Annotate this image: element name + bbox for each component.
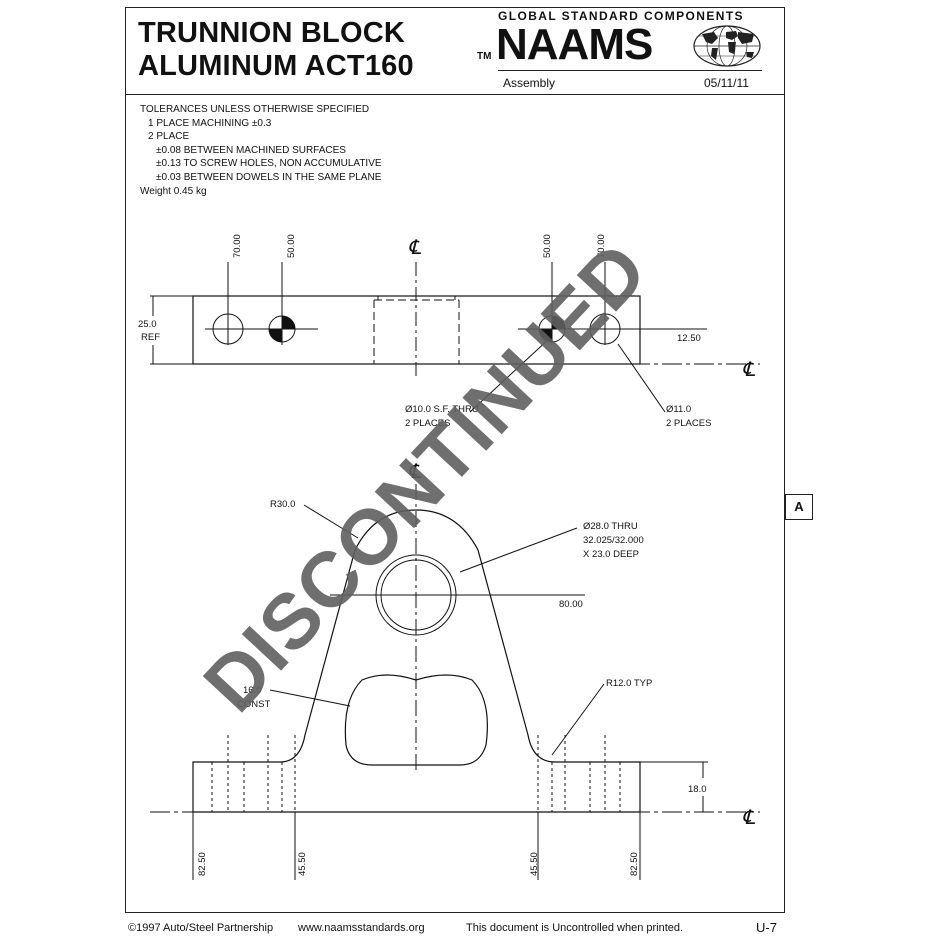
dim-70-right: 70.00: [596, 234, 607, 258]
document-date: 05/11/11: [704, 76, 749, 90]
notes-line: TOLERANCES UNLESS OTHERWISE SPECIFIED: [140, 104, 370, 115]
drawing-sheet-border: [125, 7, 785, 913]
dim-16: 16.0: [243, 685, 262, 696]
footer-copyright: ©1997 Auto/Steel Partnership: [128, 922, 274, 934]
callout-bore-depth: X 23.0 DEEP: [583, 549, 639, 560]
callout-hole-qty: 2 PLACES: [666, 418, 711, 429]
brand-underline: [498, 70, 762, 71]
dim-82-5-left: 82.50: [197, 852, 208, 876]
dim-82-5-right: 82.50: [629, 852, 640, 876]
notes-line: ±0.03 BETWEEN DOWELS IN THE SAME PLANE: [156, 171, 382, 183]
trademark-mark: TM: [477, 51, 492, 62]
callout-radius: R30.0: [270, 499, 295, 510]
part-title: TRUNNION BLOCK ALUMINUM ACT160: [138, 17, 414, 83]
lightening-cutout: [344, 674, 488, 766]
centerline-symbol: ℄: [408, 237, 422, 259]
notes-line: ±0.08 BETWEEN MACHINED SURFACES: [156, 144, 346, 156]
dim-12-5: 12.50: [677, 333, 701, 344]
dim-18: 18.0: [688, 784, 707, 795]
dim-height-ref: REF: [141, 332, 160, 343]
footer-page-number: U-7: [756, 920, 777, 935]
notes-line: ±0.13 TO SCREW HOLES, NON ACCUMULATIVE: [156, 158, 382, 170]
notes-line: Weight 0.45 kg: [140, 185, 207, 197]
dim-45-5-left: 45.50: [297, 852, 308, 876]
dim-height: 25.0: [138, 319, 157, 330]
callout-hole: Ø11.0: [666, 404, 691, 415]
centerline-symbol: ℄: [408, 461, 422, 483]
callout-spotface-qty: 2 PLACES: [405, 418, 450, 429]
callout-bore: Ø28.0 THRU: [583, 521, 638, 532]
dim-50-right: 50.00: [542, 234, 553, 258]
brand-logo-text: NAAMS: [496, 20, 653, 69]
footer-website[interactable]: www.naamsstandards.org: [298, 922, 425, 934]
dim-50-left: 50.00: [286, 234, 297, 258]
footer-notice: This document is Uncontrolled when print…: [466, 922, 684, 934]
bolt-hole-left: [212, 313, 244, 345]
document-category: Assembly: [503, 76, 556, 90]
dim-const: CONST: [237, 699, 270, 710]
title-line-1: TRUNNION BLOCK: [138, 17, 406, 49]
callout-fillet: R12.0 TYP: [606, 678, 652, 689]
callout-bore-tol: 32.025/32.000: [583, 535, 644, 546]
dim-70-left: 70.00: [232, 234, 243, 258]
header-divider: [125, 94, 785, 95]
tolerance-notes: TOLERANCES UNLESS OTHERWISE SPECIFIED 1 …: [140, 103, 382, 198]
brand-tagline: GLOBAL STANDARD COMPONENTS: [498, 9, 744, 23]
dim-80: 80.00: [559, 599, 583, 610]
callout-spotface: Ø10.0 S.F. THRU: [405, 404, 479, 415]
front-view-outline: [192, 509, 641, 813]
title-line-2: ALUMINUM ACT160: [138, 50, 414, 82]
bolt-hole-right: [589, 313, 621, 345]
notes-line: 1 PLACE MACHINING ±0.3: [148, 117, 272, 129]
page-tab-a[interactable]: A: [785, 494, 813, 520]
dim-45-5-right: 45.50: [529, 852, 540, 876]
centerline-symbol: ℄: [742, 359, 756, 381]
centerline-symbol: ℄: [742, 807, 756, 829]
globe-icon: [693, 25, 761, 67]
notes-line: 2 PLACE: [148, 131, 190, 143]
